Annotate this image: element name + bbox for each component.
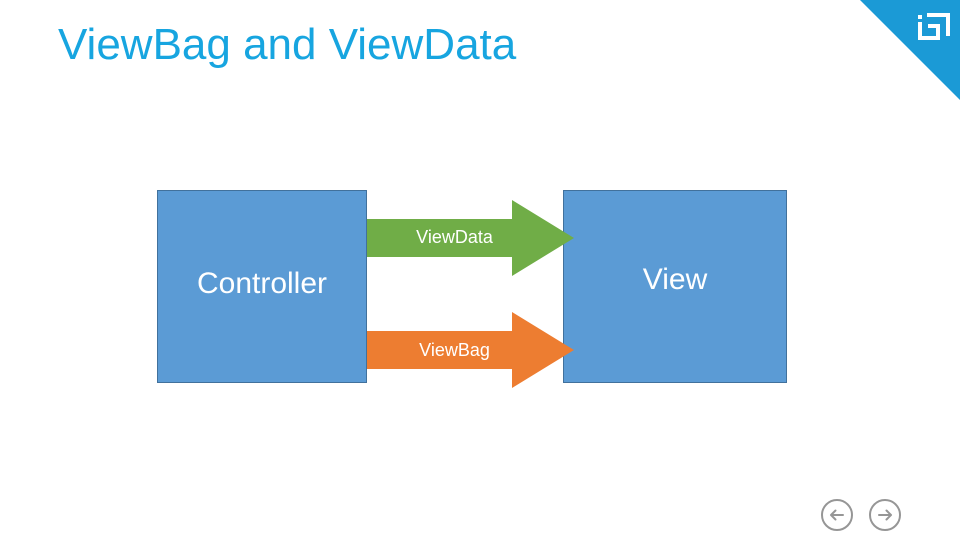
diagram-node-view[interactable]: View: [563, 190, 787, 383]
diagram-arrow-viewdata[interactable]: ViewData: [367, 200, 574, 276]
arrow-left-circle-icon[interactable]: [820, 498, 854, 532]
page-title: ViewBag and ViewData: [58, 20, 517, 69]
diagram-arrow-viewbag-label: ViewBag: [419, 340, 490, 360]
diagram-node-controller-label: Controller: [196, 267, 328, 300]
arrow-right-circle-icon[interactable]: [868, 498, 902, 532]
corner-ribbon: [860, 0, 960, 100]
diagram-node-view-label: View: [642, 263, 708, 296]
diagram-arrow-viewdata-label: ViewData: [416, 227, 493, 247]
diagram-arrow-viewbag[interactable]: ViewBag: [367, 312, 574, 388]
diagram-node-controller[interactable]: Controller: [157, 190, 367, 383]
arrow-right-shape-orange-icon: [367, 312, 574, 388]
slide-navigation: [820, 498, 902, 532]
arrow-right-shape-green-icon: [367, 200, 574, 276]
square-spiral-logo-icon: [918, 13, 950, 40]
